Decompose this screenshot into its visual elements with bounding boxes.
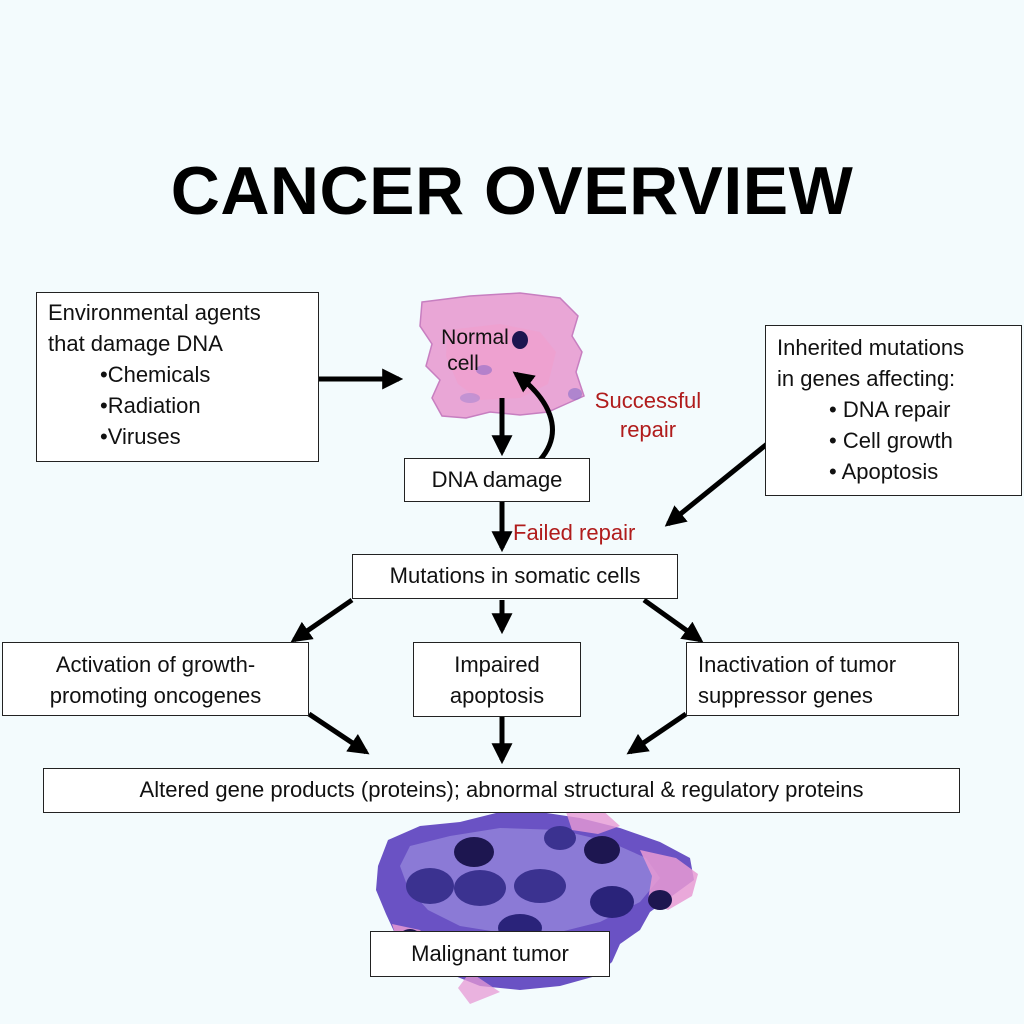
inactivation-line1: Inactivation of tumor <box>698 652 897 677</box>
env-heading-line2: that damage DNA <box>48 331 223 356</box>
impaired-line2: apoptosis <box>449 683 545 708</box>
dna-damage-label: DNA damage <box>431 467 563 492</box>
inherited-heading-line1: Inherited mutations <box>777 335 965 360</box>
dna-damage-box: DNA damage <box>404 458 590 502</box>
inactivation-box: Inactivation of tumor suppressor genes <box>686 642 959 716</box>
successful-repair-line2: repair <box>619 417 677 442</box>
inherited-item-dna-repair: • DNA repair <box>829 397 951 422</box>
inherited-item-apoptosis: • Apoptosis <box>829 459 939 484</box>
inherited-heading-line2: in genes affecting: <box>777 366 956 391</box>
inherited-mutations-box: Inherited mutations in genes affecting: … <box>765 325 1022 496</box>
arrow-activation-to-altered <box>307 711 370 755</box>
arrow-mutations-to-activation <box>290 597 354 643</box>
inactivation-line2: suppressor genes <box>698 683 873 708</box>
failed-repair-label: Failed repair <box>513 520 636 545</box>
mutations-label: Mutations in somatic cells <box>389 563 641 588</box>
page-title: CANCER OVERVIEW <box>170 153 854 229</box>
normal-cell-label: Normal cell <box>420 325 530 377</box>
activation-box: Activation of growth- promoting oncogene… <box>2 642 309 716</box>
environmental-agents-box: Environmental agents that damage DNA •Ch… <box>36 292 319 462</box>
arrow-inactivation-to-altered <box>626 711 688 755</box>
env-item-viruses: •Viruses <box>100 424 181 449</box>
env-item-chemicals: •Chemicals <box>100 362 211 387</box>
env-item-radiation: •Radiation <box>100 393 201 418</box>
malignant-tumor-box: Malignant tumor <box>370 931 610 977</box>
impaired-line1: Impaired <box>454 652 540 677</box>
arrow-mutations-to-inactivation <box>642 597 704 643</box>
altered-gene-products-box: Altered gene products (proteins); abnorm… <box>43 768 960 813</box>
env-heading-line1: Environmental agents <box>48 300 261 325</box>
successful-repair-label: Successful repair <box>578 386 718 444</box>
normal-cell-line2: cell <box>447 352 479 375</box>
successful-repair-line1: Successful <box>594 388 702 413</box>
activation-line2: promoting oncogenes <box>49 683 262 708</box>
altered-label: Altered gene products (proteins); abnorm… <box>139 777 864 802</box>
inherited-item-cell-growth: • Cell growth <box>829 428 953 453</box>
normal-cell-nucleus <box>512 331 528 349</box>
mutations-box: Mutations in somatic cells <box>352 554 678 599</box>
normal-cell-line1: Normal <box>441 326 509 349</box>
arrow-successful-repair <box>512 371 555 462</box>
impaired-apoptosis-box: Impaired apoptosis <box>413 642 581 717</box>
malignant-label: Malignant tumor <box>411 941 569 966</box>
activation-line1: Activation of growth- <box>55 652 256 677</box>
